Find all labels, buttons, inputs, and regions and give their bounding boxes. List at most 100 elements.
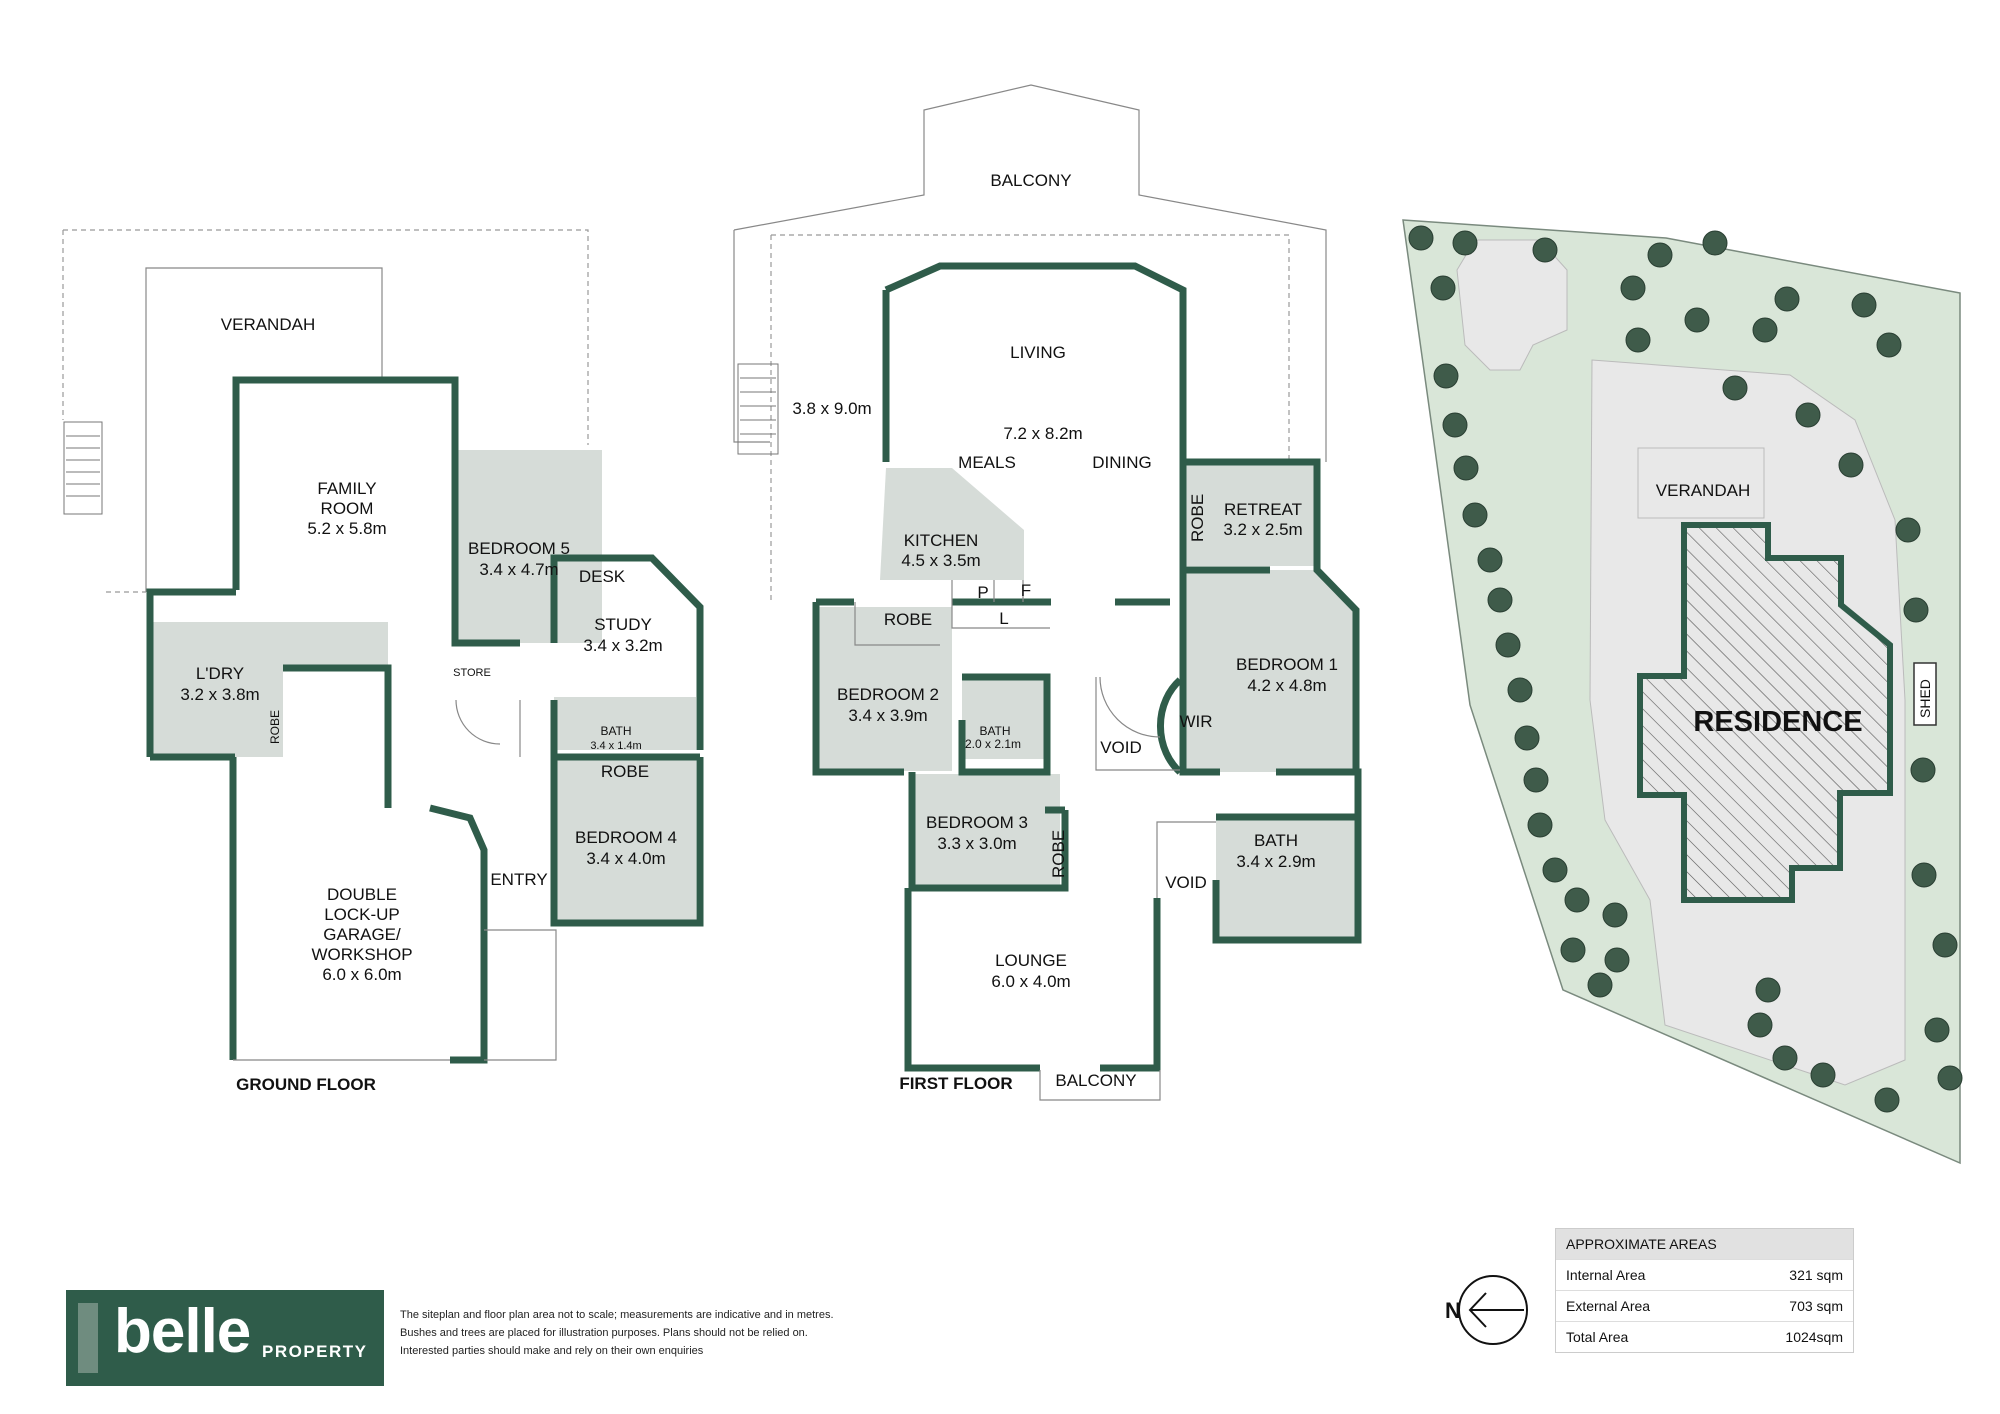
tree-icon	[1702, 230, 1728, 256]
ground-bath-label: BATH	[600, 724, 631, 738]
retreat-floor	[1185, 463, 1317, 566]
tree-icon	[1876, 332, 1902, 358]
bedroom2-left-wall	[812, 602, 904, 776]
pantry-label: P	[977, 583, 988, 602]
living-top-wall	[884, 262, 1187, 462]
tree-icon	[1910, 757, 1936, 783]
area-value: 703 sqm	[1789, 1298, 1843, 1314]
tree-icon	[1442, 412, 1468, 438]
ground-floor-title: GROUND FLOOR	[236, 1075, 376, 1094]
tree-icon	[1895, 517, 1921, 543]
areas-heading: APPROXIMATE AREAS	[1556, 1229, 1853, 1259]
bedroom1-floor	[1185, 570, 1356, 772]
north-compass: N	[1445, 1275, 1528, 1345]
tree-icon	[1487, 587, 1513, 613]
balcony-stairs	[737, 363, 779, 455]
bedroom3-robe-label: ROBE	[1049, 830, 1068, 878]
site-verandah	[1637, 447, 1765, 519]
laundry-robe-label: ROBE	[268, 710, 282, 744]
store-stair-arc	[455, 699, 501, 745]
area-value: 321 sqm	[1789, 1267, 1843, 1283]
tree-icon	[1903, 597, 1929, 623]
disclaimer: The siteplan and floor plan area not to …	[400, 1306, 920, 1360]
bedroom2-label: BEDROOM 2	[837, 685, 939, 704]
residence-label: RESIDENCE	[1693, 706, 1862, 738]
tree-icon	[1874, 1087, 1900, 1113]
lounge-right-wall	[1100, 898, 1161, 1072]
shed-label: SHED	[1917, 679, 1933, 718]
small-bath-floor	[962, 677, 1047, 759]
bedroom5-size: 3.4 x 4.7m	[479, 560, 558, 579]
kitchen-label: KITCHEN	[904, 531, 979, 550]
laundry-label: L'DRY	[196, 664, 244, 683]
wir-curved-wall	[1157, 677, 1183, 775]
bedroom4-size: 3.4 x 4.0m	[586, 849, 665, 868]
compass-arrow-head-icon	[1468, 1292, 1487, 1328]
tree-icon	[1587, 972, 1613, 998]
table-row: Total Area 1024sqm	[1556, 1321, 1853, 1352]
verandah-stairs	[63, 421, 103, 515]
desk-label: DESK	[579, 567, 626, 586]
living-size: 7.2 x 8.2m	[1003, 424, 1082, 443]
tree-icon	[1851, 292, 1877, 318]
disclaimer-line-2: Bushes and trees are placed for illustra…	[400, 1327, 808, 1339]
tree-icon	[1795, 402, 1821, 428]
area-label: Internal Area	[1566, 1267, 1646, 1283]
linen-label: L	[999, 609, 1008, 628]
tree-icon	[1507, 677, 1533, 703]
bedroom2-floor	[816, 607, 952, 771]
wc-wall	[1276, 768, 1362, 817]
tree-icon	[1542, 857, 1568, 883]
garage-curved-wall	[429, 804, 488, 1064]
retreat-label: RETREAT	[1224, 500, 1302, 519]
bedroom4-label: BEDROOM 4	[575, 828, 677, 847]
balcony-left-edge	[733, 230, 770, 443]
main-bath-floor	[1216, 817, 1358, 937]
tree-icon	[1564, 887, 1590, 913]
meals-label: MEALS	[958, 453, 1016, 472]
shed-box	[1913, 662, 1937, 726]
tree-icon	[1495, 632, 1521, 658]
small-bath-wall	[958, 673, 1051, 776]
main-bath-wall	[1212, 813, 1362, 944]
tree-icon	[1772, 1045, 1798, 1071]
balcony-outline	[733, 84, 1327, 462]
small-bath-size: 2.0 x 2.1m	[965, 737, 1021, 751]
bottom-balcony-label: BALCONY	[1055, 1071, 1136, 1090]
laundry-wall-left	[146, 588, 236, 757]
tree-icon	[1514, 725, 1540, 751]
table-row: Internal Area 321 sqm	[1556, 1259, 1853, 1290]
main-bath-label: BATH	[1254, 831, 1298, 850]
tree-icon	[1527, 812, 1553, 838]
tree-icon	[1810, 1062, 1836, 1088]
bedroom5-floor	[455, 450, 602, 643]
store-label: STORE	[453, 667, 491, 679]
ground-floor-plan: VERANDAH FAMILY ROOM 5.2 x 5.8m BEDROOM …	[62, 229, 704, 1094]
tree-icon	[1453, 455, 1479, 481]
kitchen-pantry-line	[951, 580, 1050, 629]
site-verandah-label: VERANDAH	[1656, 481, 1750, 500]
tree-icon	[1937, 1065, 1963, 1091]
tree-icon	[1755, 977, 1781, 1003]
bedroom2-size: 3.4 x 3.9m	[848, 706, 927, 725]
bedroom4-robe-label: ROBE	[601, 762, 649, 781]
tree-icon	[1602, 902, 1628, 928]
garage-label-1: DOUBLE	[327, 885, 397, 904]
brand-name: belle	[114, 1297, 251, 1366]
tree-icon	[1911, 862, 1937, 888]
kitchen-floor	[880, 468, 1024, 580]
fridge-label: F	[1021, 581, 1031, 600]
garage-label-3: GARAGE/	[323, 925, 401, 944]
gf-verandah-label: VERANDAH	[221, 315, 315, 334]
bedroom3-label: BEDROOM 3	[926, 813, 1028, 832]
spiral-stair	[1099, 676, 1161, 738]
tree-icon	[1462, 502, 1488, 528]
tree-icon	[1604, 947, 1630, 973]
tree-icon	[1684, 307, 1710, 333]
garage-label-2: LOCK-UP	[324, 905, 400, 924]
bedroom3-floor	[912, 774, 1060, 886]
tree-icon	[1430, 275, 1456, 301]
tree-icon	[1752, 317, 1778, 343]
verandah-outline	[63, 229, 589, 445]
compass-north-label: N	[1445, 1298, 1461, 1323]
